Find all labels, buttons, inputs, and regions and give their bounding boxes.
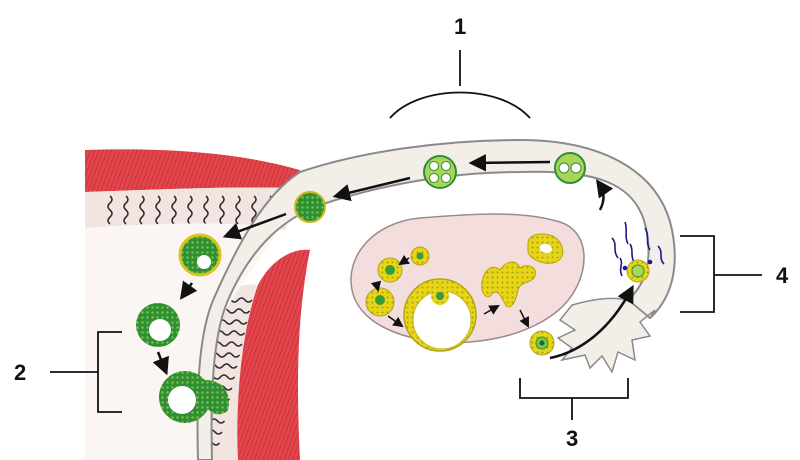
sperm-head bbox=[648, 260, 653, 265]
oocyte bbox=[375, 295, 385, 305]
blastocyst bbox=[136, 303, 180, 347]
four-cell-stage bbox=[424, 156, 456, 188]
oocyte bbox=[385, 265, 395, 275]
label-4-bracket: 4 bbox=[680, 236, 789, 312]
label-3-bracket: 3 bbox=[520, 378, 628, 451]
morula bbox=[295, 192, 325, 222]
label-3: 3 bbox=[566, 426, 578, 451]
label-2: 2 bbox=[14, 360, 26, 385]
label-1: 1 bbox=[454, 14, 466, 39]
ovulated-oocyte bbox=[530, 331, 554, 355]
label-1-bracket: 1 bbox=[390, 14, 530, 118]
label-4: 4 bbox=[776, 263, 789, 288]
zygote-core bbox=[632, 265, 644, 277]
fimbriae bbox=[558, 298, 655, 372]
oocyte bbox=[417, 253, 424, 260]
left-myometrium bbox=[236, 250, 310, 460]
two-cell-stage bbox=[555, 153, 585, 183]
early-blastocyst bbox=[180, 235, 220, 275]
oocyte bbox=[436, 292, 444, 300]
sperm-head bbox=[623, 266, 628, 271]
upper-myometrium bbox=[85, 149, 300, 192]
